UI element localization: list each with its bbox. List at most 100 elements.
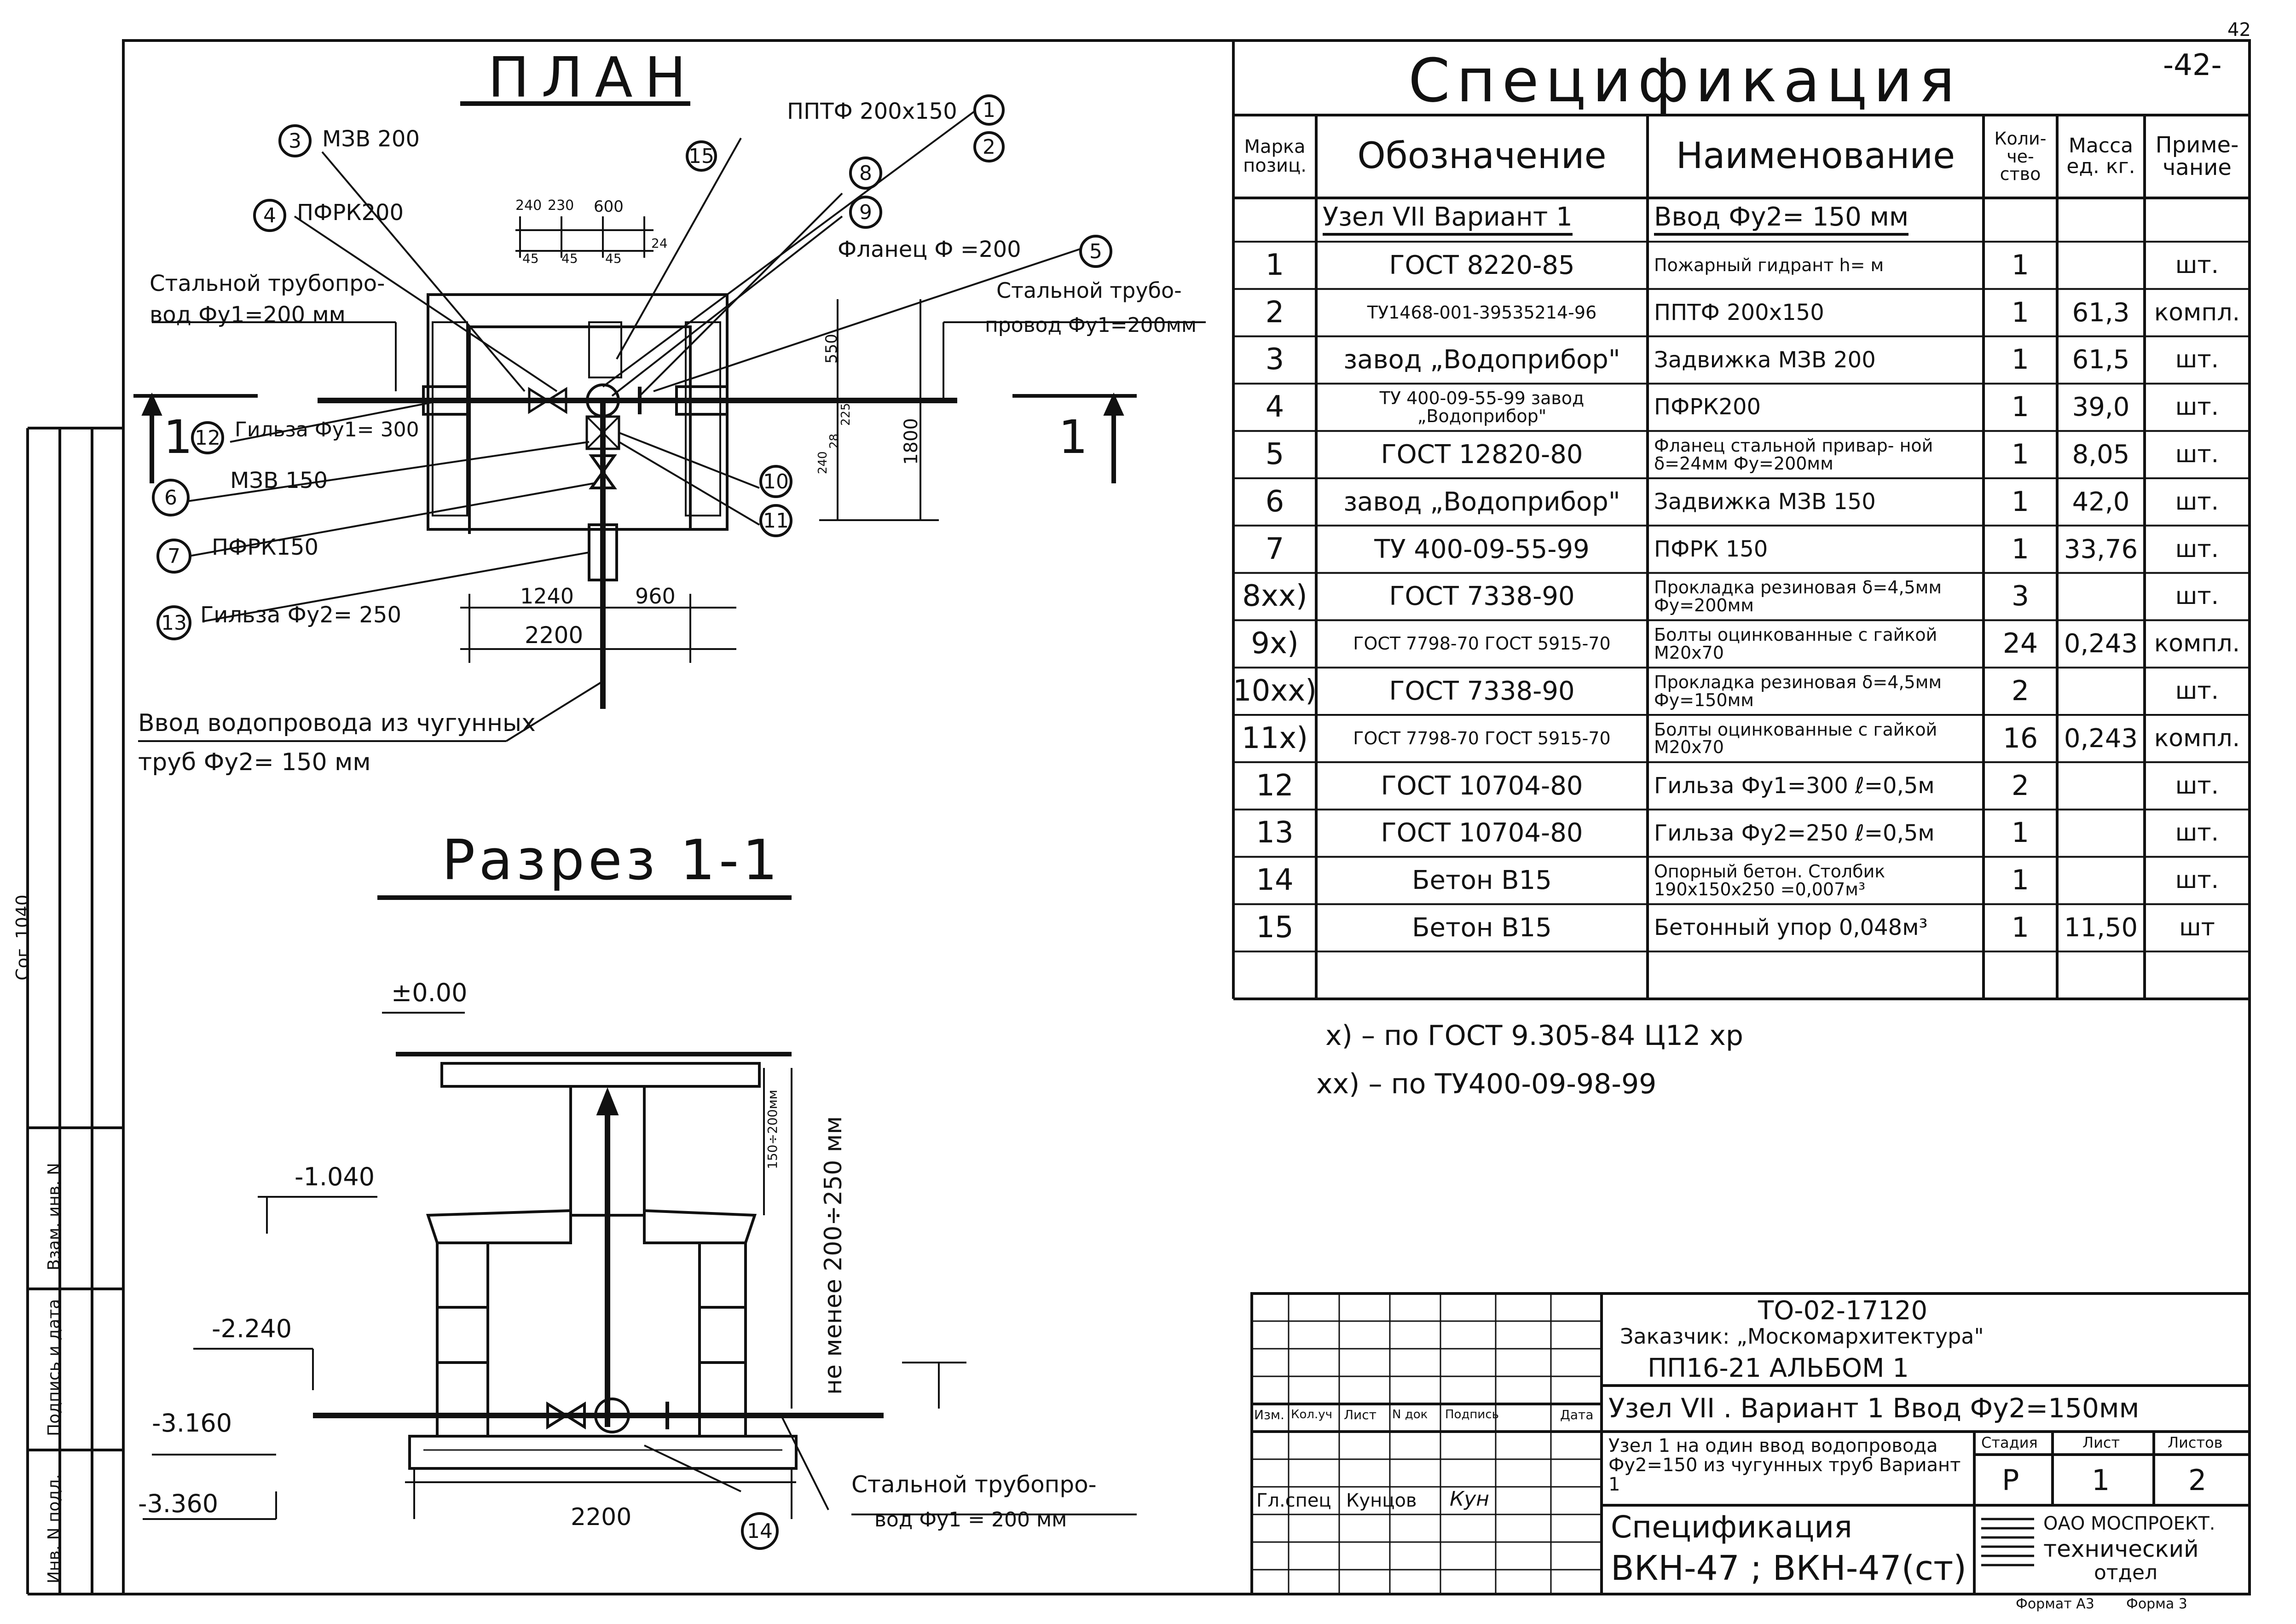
col-data: Дата [1560,1407,1594,1422]
spec-cell-mark: 13 [1256,816,1294,850]
section-drawing [143,1012,1137,1520]
spec-cell-name [1648,951,1984,999]
spec-cell-qty: 1 [2011,391,2030,423]
dim-230: 230 [548,197,574,214]
dim-600: 600 [594,197,624,216]
spec-cell-qty: 1 [2011,864,2030,897]
spec-cell-name: ПФРК200 [1654,394,1761,420]
org-1: ОАО МОСПРОЕКТ. [2043,1513,2215,1534]
spec-cell-designation: ГОСТ 8220-85 [1389,250,1575,280]
spec-cell-designation: ГОСТ 10704-80 [1381,818,1583,848]
spec-cell-mass [2057,667,2145,715]
spec-cell-name: Болты оцинкованные с гайкой М20х70 [1654,719,1937,758]
spec-cell-mass: 61,5 [2072,345,2130,375]
spec-cell-mark: 5 [1265,437,1284,471]
spec-cell-mark: 6 [1265,484,1284,519]
sheet-frame [122,39,2251,1595]
plan-drawing [133,110,1206,742]
sheets-value: 2 [2188,1463,2207,1497]
label-pfrk200: ПФРК200 [297,200,404,226]
spec-cell-name: Задвижка МЗВ 200 [1654,347,1876,373]
page-number: -42- [2163,48,2222,82]
level-4: -3.360 [138,1489,219,1518]
spec-cell-mark: 11x) [1241,721,1308,755]
label-mzv200: МЗВ 200 [322,126,420,152]
spec-cell-name: Пожарный гидрант h= м [1654,255,1884,276]
spec-cell-designation: ТУ 400-09-55-99 завод „Водоприбор" [1379,388,1585,426]
callout-9: 9 [849,196,882,229]
spec-cell-note: компл. [2154,724,2240,752]
title-block-grid [1252,1293,1602,1594]
header-mark: Марка позиц. [1243,136,1307,176]
spec-cell-designation: ТУ1468-001-39535214-96 [1367,302,1597,323]
spec-cell-qty: 2 [2011,769,2030,802]
spec-cell-mass: 11,50 [2064,913,2138,943]
spec-cell-mass [2057,242,2145,289]
spec-cell-note: шт. [2175,346,2219,374]
spec-cell-mark: 12 [1256,768,1294,803]
label-pfrk150: ПФРК150 [212,534,319,560]
spec-cell-name: Прокладка резиновая δ=4,5мм Фу=150мм [1654,672,1942,710]
spec-cell-qty: 1 [2011,249,2030,281]
spec-row-lines [1233,241,2250,1000]
label-mzv150: МЗВ 150 [230,468,328,493]
dim-2200-plan: 2200 [525,622,584,649]
spec-cell-designation: завод „Водоприбор" [1343,487,1620,517]
project-code: ТО-02-17120 [1758,1296,1928,1326]
org-2: технический [2043,1536,2199,1562]
spec-cell-note: шт. [2175,487,2219,516]
spec-cell-qty: 1 [2011,911,2030,944]
header-name: Наименование [1676,135,1955,177]
group-designation: Узел VII Вариант 1 [1316,198,1648,242]
col-list: Лист [1344,1407,1376,1422]
callout-5: 5 [1079,235,1112,268]
label-sleeve300: Гильза Фу1= 300 [235,418,419,441]
spec-cell-designation: ГОСТ 12820-80 [1381,440,1583,470]
stamp-description: Узел 1 на один ввод водопровода Фу2=150 … [1608,1435,1961,1495]
spec-cell-name: Фланец стальной привар- ной δ=24мм Фу=20… [1654,435,1933,474]
label-steel-left-1: Стальной трубопро- [150,271,385,296]
spec-cell-note: шт. [2175,535,2219,563]
spec-cell-name: Задвижка МЗВ 150 [1654,488,1876,515]
spec-title: Спецификация [1408,46,1961,116]
spec-cell-mark [1233,951,1316,999]
form-label: Форма 3 [2126,1596,2187,1612]
header-note: Приме- чание [2155,132,2239,180]
callout-14: 14 [741,1512,779,1550]
dim-45b: 45 [561,251,578,266]
sidebar-podpis: Подпись и дата [45,1299,64,1436]
dim-240: 240 [515,197,542,214]
dim-45a: 45 [522,251,539,266]
spec-cell-mass: 61,3 [2072,297,2130,328]
spec-cell-qty: 3 [2011,580,2030,613]
level-0: ±0.00 [391,978,468,1007]
section-steel-2: вод Фу1 = 200 мм [874,1508,1067,1531]
format-label: Формат А3 [2016,1596,2094,1612]
spec-cell-name: Бетонный упор 0,048м³ [1654,915,1928,941]
col-kol: Кол.уч [1291,1408,1332,1421]
node-line: Узел VII . Вариант 1 Ввод Фу2=150мм [1608,1392,2140,1424]
person: Кунцов [1346,1490,1417,1511]
sidebar-vzam: Взам. инв. N [45,1163,64,1270]
dim-240v: 240 [816,451,830,474]
spec-cell-mass [2057,810,2145,857]
dim-28: 28 [827,433,841,449]
label-inlet-1: Ввод водопровода из чугунных [138,709,536,737]
label-steel-right-1: Стальной трубо- [996,278,1182,303]
callout-15: 15 [686,140,717,172]
note-1: x) – по ГОСТ 9.305-84 Ц12 хр [1325,1020,1743,1052]
dim-vertical: не менее 200÷250 мм [820,1116,847,1395]
spec-cell-qty: 2 [2011,674,2030,707]
dim-1240: 1240 [520,584,574,609]
callout-1: 1 [973,94,1005,126]
spec-cell-designation: ГОСТ 10704-80 [1381,771,1583,801]
section-title: Разрез 1-1 [442,829,781,893]
spec-cell-name: Гильза Фу1=300 ℓ=0,5м [1654,772,1935,799]
spec-cell-designation: Бетон В15 [1412,865,1552,896]
spec-cell-note: шт. [2175,393,2219,421]
spec-cell-note: компл. [2154,630,2240,658]
spec-cell-designation: Бетон В15 [1412,913,1552,943]
dim-2200-section: 2200 [571,1503,632,1531]
spec-cell-name: ПФРК 150 [1654,536,1768,562]
sidebar-sog-num: 1040 [12,894,33,939]
